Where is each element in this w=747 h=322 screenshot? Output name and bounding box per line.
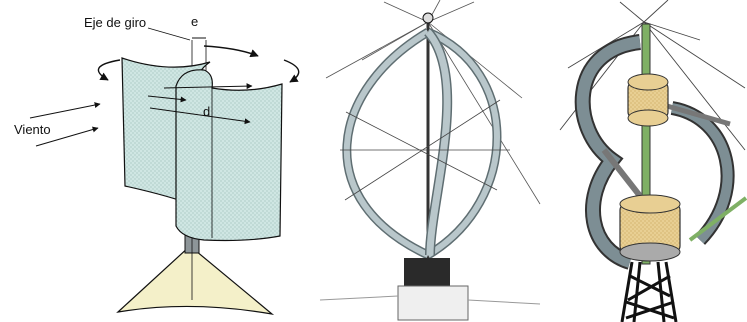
base-cone [116,245,275,315]
wind-label: Viento [14,122,51,137]
rotation-arrow-right [283,59,300,83]
rotation-arrow-left [97,59,121,81]
combined-shaft [641,23,651,265]
guy-wires [325,0,541,205]
front-blade [175,69,283,242]
wind-arrow-2 [35,126,99,147]
savonius-panel: Eje de giro e d Viento [14,14,300,315]
lattice-tower [620,261,678,322]
darrieus-base [404,258,450,288]
rotation-arrow-top [203,45,259,58]
darrieus-blade-right [425,27,502,259]
offset-label: e [191,14,198,29]
diameter-label: d [203,104,210,119]
darrieus-panel [319,0,541,321]
wind-arrow-1 [29,102,101,119]
axis-label: Eje de giro [84,15,146,30]
combined-panel [559,0,747,322]
